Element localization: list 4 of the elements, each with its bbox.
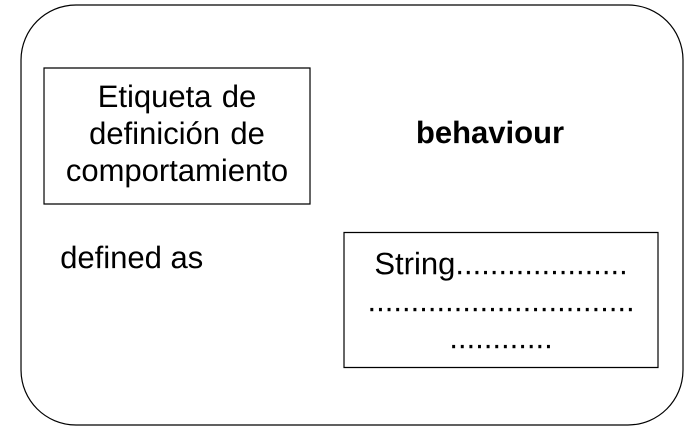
label-text: defined as <box>62 246 202 268</box>
string-box: String.................... ............................... ............ <box>343 232 659 368</box>
heading-text: behaviour <box>418 120 564 144</box>
label-box: Etiqueta de definición de comportamiento <box>43 67 311 205</box>
